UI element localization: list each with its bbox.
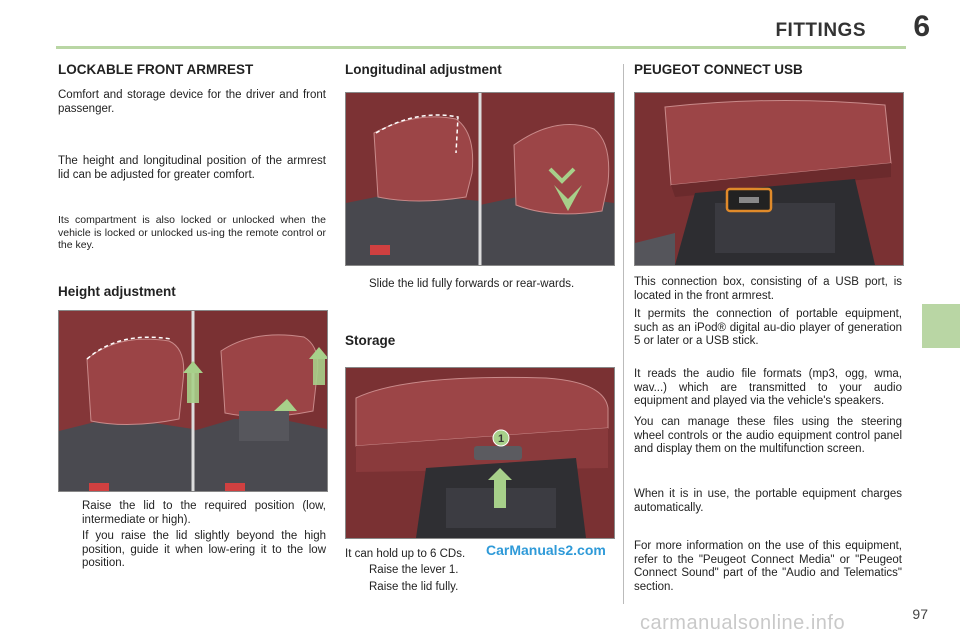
usb-description: This connection box, consisting of a USB… xyxy=(634,276,902,302)
usb-box-illustration xyxy=(634,92,904,266)
longitudinal-heading: Longitudinal adjustment xyxy=(345,62,502,77)
chapter-number: 6 xyxy=(913,10,930,43)
storage-bullet-2: Raise the lid fully. xyxy=(345,581,613,595)
longitudinal-bullet-text: Slide the lid fully forwards or rear-war… xyxy=(369,278,575,290)
storage-illustration: 1 xyxy=(345,367,615,539)
height-adjustment-heading: Height adjustment xyxy=(58,284,176,299)
watermark: CarManuals2.com xyxy=(486,542,606,558)
usb-controls: You can manage these files using the ste… xyxy=(634,416,902,455)
longitudinal-adjustment-illustration xyxy=(345,92,615,266)
height-bullet-1: Raise the lid to the required position (… xyxy=(58,500,326,527)
usb-heading: PEUGEOT CONNECT USB xyxy=(634,62,803,77)
storage-bullet-2-text: Raise the lid fully. xyxy=(369,581,459,593)
storage-callout-number: 1 xyxy=(498,433,504,445)
usb-charging: When it is in use, the portable equipmen… xyxy=(634,488,902,514)
storage-heading: Storage xyxy=(345,333,396,348)
armrest-intro: Comfort and storage device for the drive… xyxy=(58,89,326,115)
height-bullet-2-text: If you raise the lid slightly beyond the… xyxy=(82,530,326,569)
column-divider xyxy=(623,64,624,604)
height-adjustment-illustration xyxy=(58,310,328,492)
page-number: 97 xyxy=(912,606,928,622)
storage-bullet-1: Raise the lever 1. xyxy=(345,564,613,578)
usb-more-info: For more information on the use of this … xyxy=(634,540,902,593)
longitudinal-bullet: Slide the lid fully forwards or rear-war… xyxy=(345,278,613,292)
armrest-lock-text: Its compartment is also locked or unlock… xyxy=(58,214,326,251)
armrest-heading: LOCKABLE FRONT ARMREST xyxy=(58,62,254,77)
storage-capacity-text: It can hold up to 6 CDs. xyxy=(345,548,466,560)
bottom-watermark: carmanualsonline.info xyxy=(640,612,846,634)
header-rule xyxy=(56,46,906,49)
storage-bullet-1-text: Raise the lever 1. xyxy=(369,564,459,576)
height-bullet-2: If you raise the lid slightly beyond the… xyxy=(58,530,326,571)
section-title: FITTINGS xyxy=(775,20,866,41)
usb-compatibility: It permits the connection of portable eq… xyxy=(634,308,902,347)
chapter-tab xyxy=(922,304,960,348)
height-bullet-1-text: Raise the lid to the required position (… xyxy=(82,500,326,526)
usb-formats: It reads the audio file formats (mp3, og… xyxy=(634,368,902,407)
armrest-adjust-text: The height and longitudinal position of … xyxy=(58,155,326,181)
